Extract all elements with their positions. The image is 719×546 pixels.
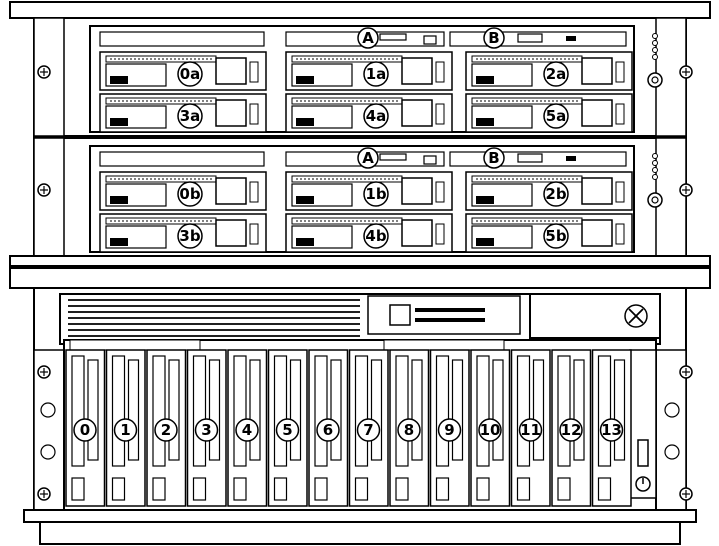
screw-icon bbox=[37, 487, 51, 501]
top-bays: A B 0a 1a 2a 3a 4a 5a bbox=[99, 27, 663, 133]
drive-bay-label: 5b bbox=[545, 227, 566, 245]
drive-bay-5b: 5b bbox=[465, 213, 633, 253]
drive-bay-label: 3 bbox=[201, 421, 211, 439]
drive-bay-4: 4 bbox=[227, 349, 268, 507]
drive-bay-label: 5 bbox=[282, 421, 292, 439]
drive-bay-label: 3b bbox=[179, 227, 200, 245]
drive-bay-label: 0a bbox=[180, 65, 201, 83]
drive-bay-label: 7 bbox=[363, 421, 373, 439]
drive-bay-3b: 3b bbox=[99, 213, 267, 253]
drive-bay-13: 13 bbox=[591, 349, 632, 507]
drive-bay-4b: 4b bbox=[285, 213, 453, 253]
drive-bay-label: 2a bbox=[546, 65, 567, 83]
drive-bay-4a: 4a bbox=[285, 93, 453, 133]
screw-icon bbox=[679, 487, 693, 501]
drive-bay-label: 6 bbox=[323, 421, 333, 439]
drive-bay-1a: 1a bbox=[285, 51, 453, 91]
drive-bay-label: 11 bbox=[520, 421, 541, 439]
drive-bay-5: 5 bbox=[267, 349, 308, 507]
drive-bay-2: 2 bbox=[146, 349, 187, 507]
drive-bay-label: 10 bbox=[480, 421, 501, 439]
vent-grille bbox=[68, 299, 360, 337]
mount-hole bbox=[40, 444, 56, 460]
drive-bay-label: 4b bbox=[365, 227, 386, 245]
port-b-circle bbox=[483, 27, 505, 49]
drive-bay-12: 12 bbox=[551, 349, 592, 507]
port-a-label: A bbox=[362, 29, 374, 47]
drive-bay-1: 1 bbox=[105, 349, 146, 507]
drive-bay-11: 11 bbox=[510, 349, 551, 507]
drive-bay-label: 5a bbox=[546, 107, 567, 125]
port-a-label: A bbox=[362, 149, 374, 167]
drive-bay-5a: 5a bbox=[465, 93, 633, 133]
drive-bay-10: 10 bbox=[470, 349, 511, 507]
screw-icon bbox=[37, 183, 51, 197]
drive-bay-1b: 1b bbox=[285, 171, 453, 211]
drive-bay-0a: 0a bbox=[99, 51, 267, 91]
drive-bay-2a: 2a bbox=[465, 51, 633, 91]
drive-bay-3: 3 bbox=[186, 349, 227, 507]
drive-bay-label: 0 bbox=[80, 421, 90, 439]
screw-icon bbox=[37, 65, 51, 79]
drive-bay-label: 0b bbox=[179, 185, 200, 203]
drive-bay-3a: 3a bbox=[99, 93, 267, 133]
port-b-label: B bbox=[488, 149, 499, 167]
drive-bay-2b: 2b bbox=[465, 171, 633, 211]
drive-bay-label: 4 bbox=[242, 421, 252, 439]
drive-bay-label: 2 bbox=[161, 421, 171, 439]
screw-icon bbox=[679, 183, 693, 197]
screw-icon bbox=[679, 65, 693, 79]
drive-bay-label: 2b bbox=[545, 185, 566, 203]
port-b-label: B bbox=[488, 29, 499, 47]
drive-bay-label: 1b bbox=[365, 185, 386, 203]
drive-bay-label: 1 bbox=[120, 421, 130, 439]
drive-bay-label: 3a bbox=[180, 107, 201, 125]
screw-icon bbox=[679, 365, 693, 379]
mount-hole bbox=[664, 402, 680, 418]
power-icon bbox=[635, 476, 651, 492]
power-icon bbox=[647, 192, 663, 208]
drive-bay-8: 8 bbox=[389, 349, 430, 507]
mount-hole bbox=[664, 444, 680, 460]
port-b-circle bbox=[483, 147, 505, 169]
port-a-circle bbox=[357, 147, 379, 169]
mid-bays: A B 0b 1b 2b 3b 4b 5b bbox=[99, 147, 663, 253]
drive-bay-9: 9 bbox=[429, 349, 470, 507]
drive-bay-0: 0 bbox=[65, 349, 106, 507]
mount-screws bbox=[37, 65, 693, 501]
mount-hole bbox=[40, 402, 56, 418]
drive-bay-label: 8 bbox=[404, 421, 414, 439]
screw-icon bbox=[37, 365, 51, 379]
port-a-circle bbox=[357, 27, 379, 49]
drive-bay-6: 6 bbox=[308, 349, 349, 507]
drive-bay-7: 7 bbox=[348, 349, 389, 507]
close-icon bbox=[624, 304, 648, 328]
drive-bay-label: 1a bbox=[366, 65, 387, 83]
drive-bay-label: 13 bbox=[601, 421, 622, 439]
drive-bay-0b: 0b bbox=[99, 171, 267, 211]
drive-bay-label: 12 bbox=[561, 421, 582, 439]
drive-bay-label: 4a bbox=[366, 107, 387, 125]
power-icon bbox=[647, 72, 663, 88]
drive-bay-label: 9 bbox=[444, 421, 454, 439]
